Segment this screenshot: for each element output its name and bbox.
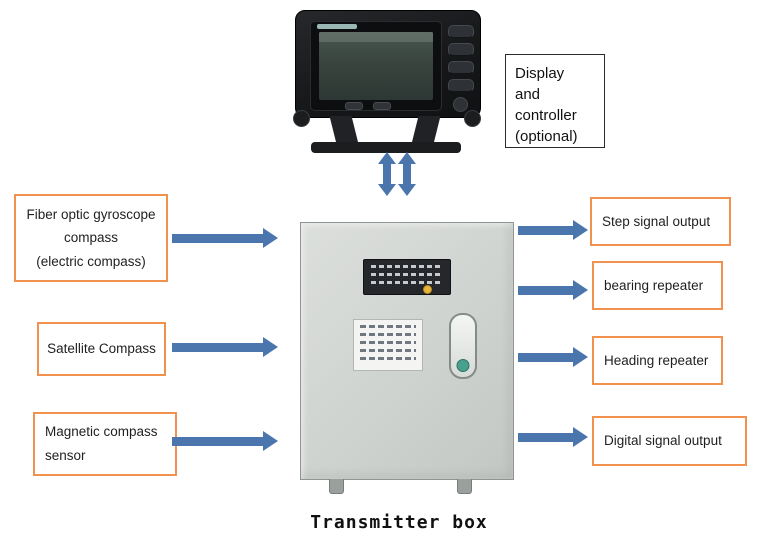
brand-mark	[317, 24, 357, 29]
arrow-transmitter-to-step-signal	[518, 220, 588, 240]
arrow-transmitter-to-digital-signal	[518, 427, 588, 447]
screen-menu-bar	[319, 32, 433, 42]
diagram-caption: Transmitter box	[310, 512, 488, 533]
input-box-satellite-compass: Satellite Compass	[37, 322, 166, 376]
cabinet-foot-right	[457, 479, 472, 494]
cabinet-handle	[449, 313, 477, 379]
input-box-magnetic-compass: Magnetic compass sensor	[33, 412, 177, 476]
handle-lock-button	[456, 359, 470, 372]
output-box-label: Step signal output	[602, 213, 711, 229]
display-link-arrow-left	[378, 152, 396, 196]
nameplate-text-line	[371, 273, 443, 276]
display-label-line: (optional)	[515, 128, 578, 145]
output-box-heading-repeater: Heading repeater	[592, 336, 723, 385]
device-button-icon	[448, 43, 474, 56]
spec-text-line	[360, 333, 416, 336]
input-box-line: Magnetic compass	[45, 424, 158, 440]
spec-text-line	[360, 325, 416, 328]
display-controller-label: Display and controller (optional)	[505, 54, 605, 148]
device-knob-right	[464, 110, 481, 127]
input-box-line: (electric compass)	[36, 253, 146, 269]
arrow-head-down-icon	[378, 184, 396, 196]
display-label-line: Display	[515, 65, 565, 82]
input-box-fiber-optic-gyroscope: Fiber optic gyroscope compass (electric …	[14, 194, 168, 282]
arrow-head-up-icon	[398, 152, 416, 164]
device-body	[295, 10, 481, 118]
arrow-head-right-icon	[263, 337, 278, 357]
device-bezel	[310, 21, 442, 111]
arrow-head-up-icon	[378, 152, 396, 164]
arrow-magnetic-to-transmitter	[172, 431, 278, 451]
device-stand-base	[311, 142, 461, 153]
transmitter-box-image	[300, 222, 514, 494]
input-box-line: Satellite Compass	[47, 341, 156, 357]
output-box-label: Digital signal output	[604, 433, 722, 449]
arrow-head-right-icon	[573, 280, 588, 300]
device-stand-leg-left	[329, 116, 359, 144]
display-label-line: and	[515, 86, 541, 103]
arrow-transmitter-to-heading-repeater	[518, 347, 588, 367]
device-power-button-icon	[453, 97, 468, 112]
input-box-line: sensor	[45, 448, 86, 463]
arrow-fiber-to-transmitter	[172, 228, 278, 248]
input-box-line: compass	[63, 230, 119, 246]
arrow-head-right-icon	[573, 220, 588, 240]
device-button-icon	[448, 25, 474, 38]
device-screen	[319, 32, 433, 100]
output-box-digital-signal: Digital signal output	[592, 416, 747, 466]
display-controller-device	[293, 8, 481, 154]
arrow-head-right-icon	[263, 228, 278, 248]
device-stand-leg-right	[411, 116, 441, 144]
spec-text-line	[360, 349, 416, 352]
input-box-line: Fiber optic gyroscope	[26, 206, 156, 222]
device-button-icon	[373, 102, 391, 110]
device-button-icon	[345, 102, 363, 110]
output-box-bearing-repeater: bearing repeater	[592, 261, 723, 310]
arrow-head-right-icon	[573, 347, 588, 367]
spec-text-line	[360, 357, 416, 360]
arrow-satellite-to-transmitter	[172, 337, 278, 357]
arrow-transmitter-to-bearing-repeater	[518, 280, 588, 300]
spec-text-line	[360, 341, 416, 344]
nameplate-text-line	[371, 281, 443, 284]
display-link-arrow-right	[398, 152, 416, 196]
cabinet-spec-label	[353, 319, 423, 371]
nameplate-text-line	[371, 265, 443, 268]
output-box-step-signal: Step signal output	[590, 197, 731, 246]
cabinet-foot-left	[329, 479, 344, 494]
arrow-head-down-icon	[398, 184, 416, 196]
display-label-line: controller	[515, 107, 577, 124]
output-box-label: Heading repeater	[604, 352, 709, 368]
arrow-head-right-icon	[263, 431, 278, 451]
device-button-icon	[448, 79, 474, 92]
device-knob-left	[293, 110, 310, 127]
device-button-icon	[448, 61, 474, 74]
output-box-label: bearing repeater	[604, 277, 704, 293]
cabinet-nameplate	[363, 259, 451, 295]
indicator-dot	[423, 285, 432, 294]
arrow-head-right-icon	[573, 427, 588, 447]
